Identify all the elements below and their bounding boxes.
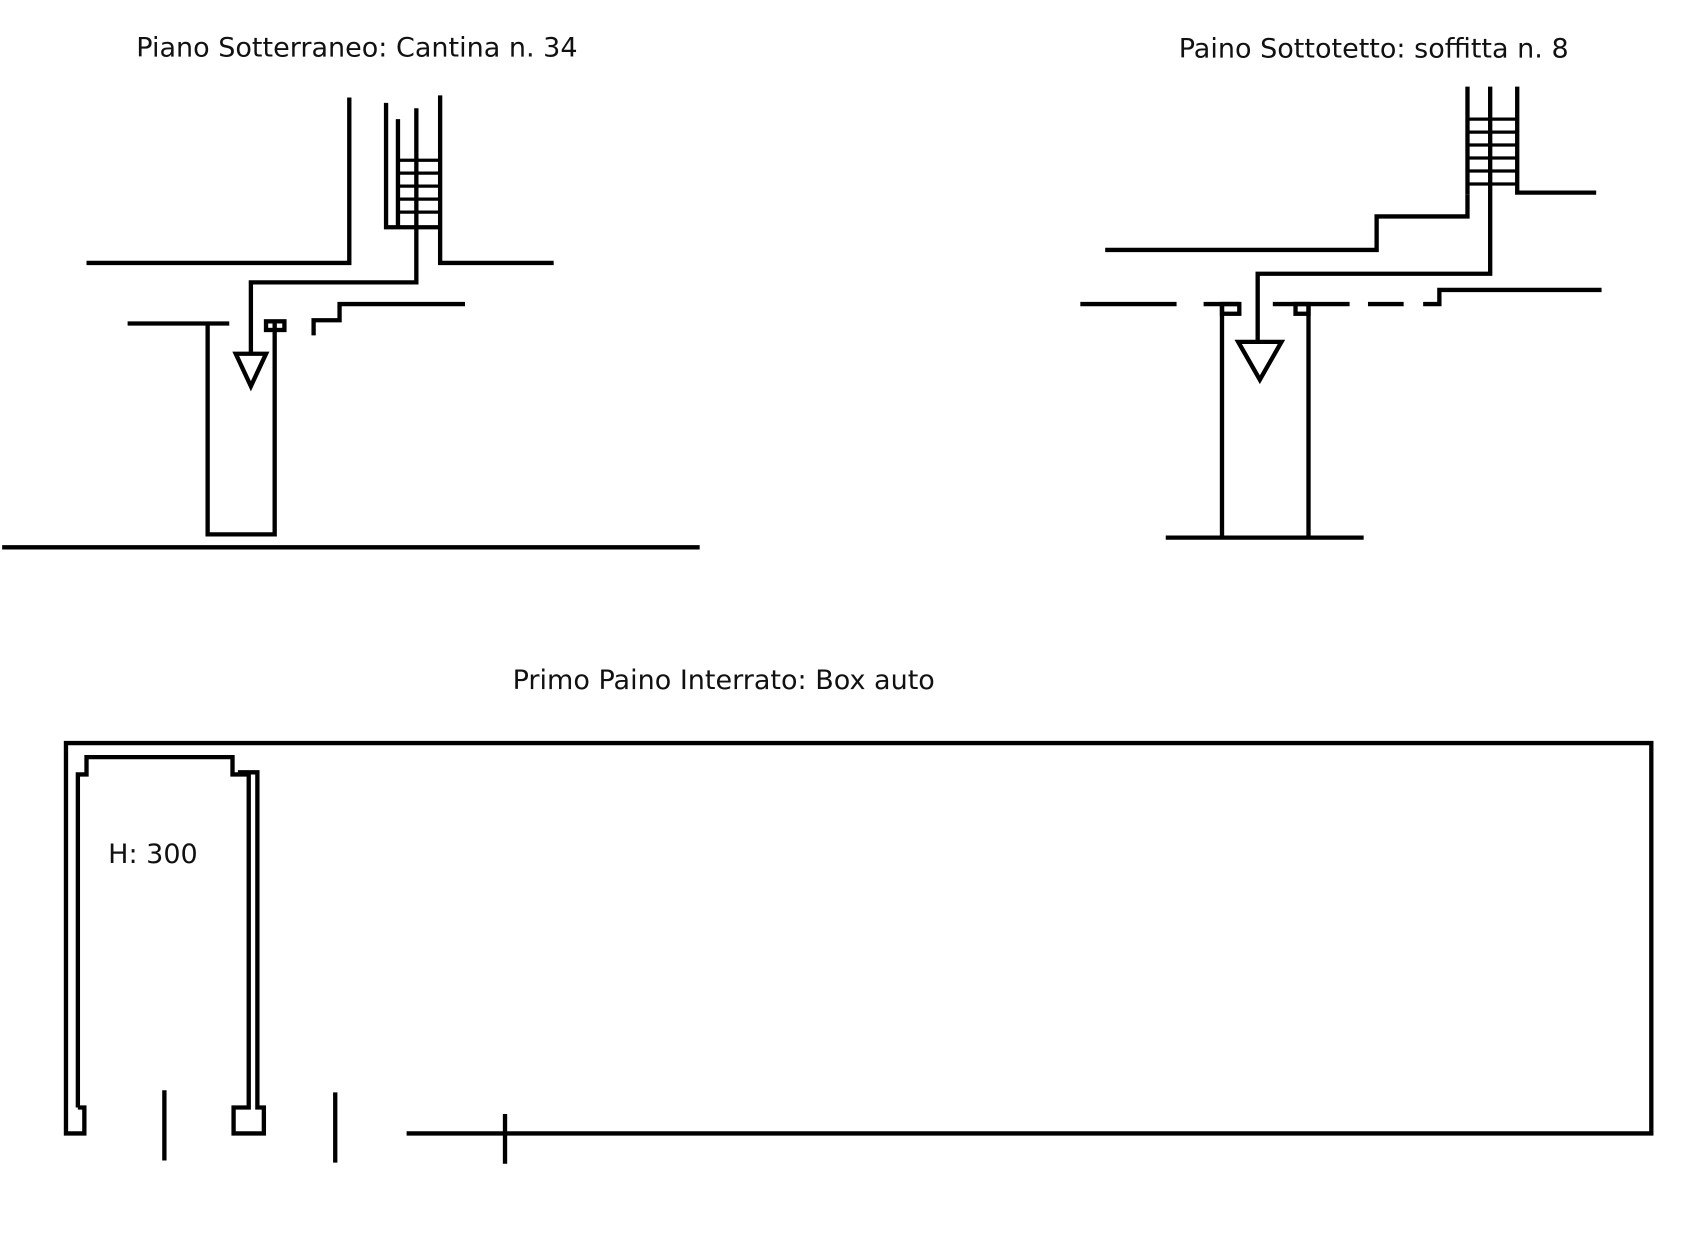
garage-plan: Primo Paino Interrato: Box auto H: 300 [63, 665, 1654, 1164]
stair-wall-left [383, 102, 441, 230]
stair-treads [397, 158, 441, 214]
stair-wall-right [1515, 86, 1597, 195]
height-label: H: 300 [108, 839, 198, 870]
corridor-wall-left [86, 97, 352, 266]
door-jamb [263, 319, 287, 333]
box-auto-room [75, 754, 267, 1136]
stair-wall-right [437, 95, 554, 266]
basement-title: Piano Sotterraneo: Cantina n. 34 [136, 32, 577, 63]
corridor-wall-stepped [1105, 194, 1470, 253]
soffitta-room [1165, 304, 1364, 540]
basement-plan: Piano Sotterraneo: Cantina n. 34 [2, 32, 700, 550]
attic-plan: Paino Sottotetto: soffitta n. 8 [1080, 33, 1602, 540]
access-path-line [1255, 86, 1493, 345]
cantina-room [205, 323, 277, 537]
door-jamb-left [1219, 301, 1242, 316]
access-path-line [248, 108, 419, 355]
garage-outer-wall [63, 740, 1654, 1136]
entrance-arrow-icon [232, 351, 270, 392]
dashed-wall [1080, 287, 1602, 307]
wall-segment-step [311, 301, 466, 336]
entrance-arrow-icon [1234, 339, 1286, 385]
garage-title: Primo Paino Interrato: Box auto [513, 665, 935, 696]
attic-title: Paino Sottotetto: soffitta n. 8 [1179, 33, 1569, 64]
